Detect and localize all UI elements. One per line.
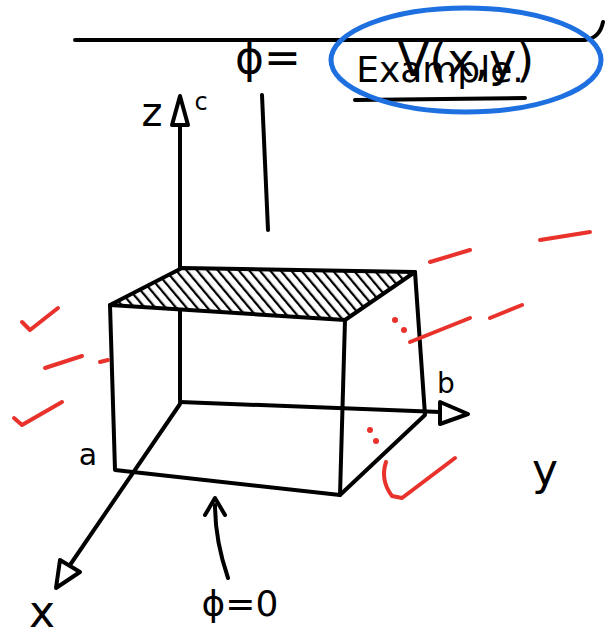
arrow-head	[440, 402, 468, 424]
z-axis	[178, 120, 182, 400]
arrow-head	[172, 96, 188, 125]
potential-label: ϕ=	[235, 36, 301, 80]
check-marks	[14, 232, 590, 498]
dimension-label: c	[194, 90, 207, 114]
axis-label: z	[142, 92, 163, 132]
leader-line	[262, 95, 268, 230]
hatched-face	[110, 268, 415, 320]
axis-label: y	[532, 448, 558, 492]
box-edge	[340, 272, 425, 495]
potential-value: V(x,y)	[398, 37, 534, 83]
box-edge	[110, 305, 345, 495]
dimension-label: a	[79, 440, 97, 470]
y-axis	[180, 402, 440, 412]
red-dots	[367, 317, 407, 444]
arrow-head	[56, 560, 80, 588]
highlight-circle	[331, 8, 601, 112]
axis-label: x	[29, 590, 55, 634]
x-axis	[70, 404, 180, 565]
dimension-label: b	[437, 370, 455, 398]
potential-label: ϕ=0	[202, 586, 279, 622]
arrow-head	[205, 498, 225, 515]
